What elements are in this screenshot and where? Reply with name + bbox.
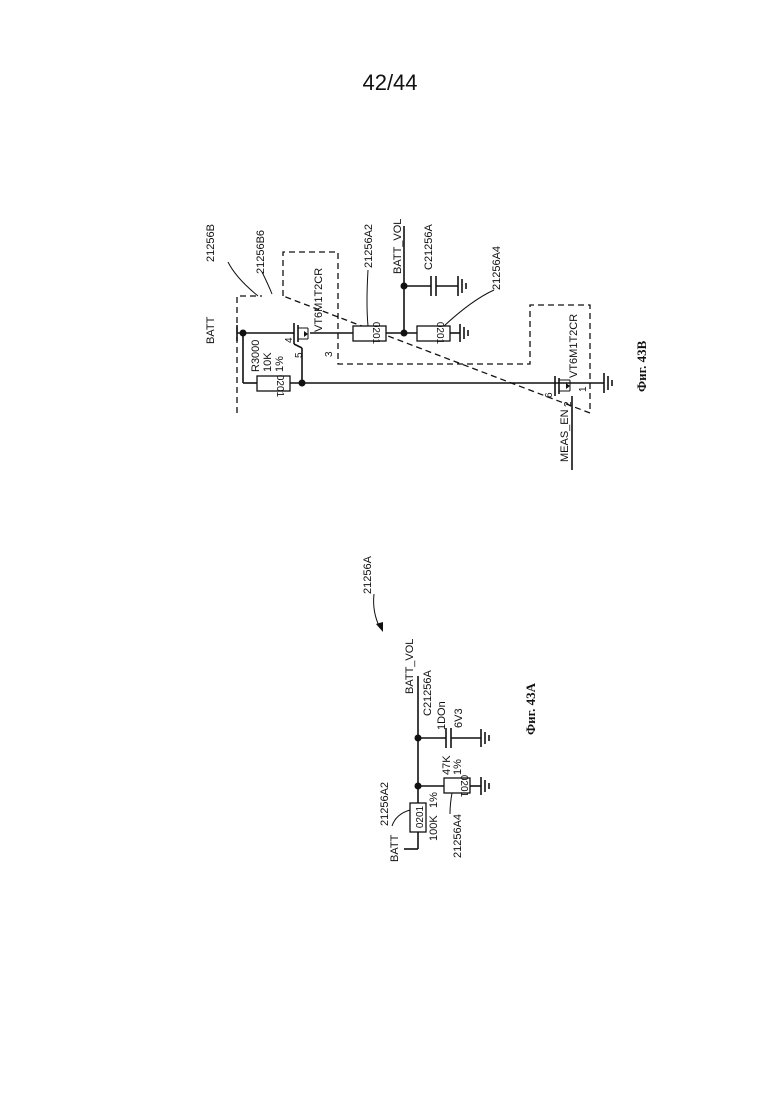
q1-part-label: VT6M1T2CR bbox=[313, 268, 325, 332]
r-21256a2-ref-label: 21256A2 bbox=[379, 782, 391, 826]
ground-icon bbox=[458, 276, 466, 296]
cap-ref-label: C21256A bbox=[423, 223, 435, 270]
leader-line bbox=[367, 270, 368, 326]
r-21256a4-ref-label: 21256A4 bbox=[491, 246, 503, 290]
leader-line bbox=[444, 290, 494, 326]
r-21256a2-package-label: 0201 bbox=[370, 322, 381, 345]
figure-43a: 21256A BATT 21256A2 0201 100K 1% 21256A4… bbox=[362, 555, 538, 862]
leader-line bbox=[228, 262, 258, 296]
batt-label: BATT bbox=[389, 834, 401, 862]
q1-pin-label: 4 bbox=[284, 337, 295, 343]
meas-en-label: MEAS_EN bbox=[559, 409, 571, 462]
r3000-tolerance-label: 1% bbox=[274, 356, 286, 372]
r-21256a4-package-label: 0201 bbox=[434, 322, 445, 345]
q2-pin-label: 2 bbox=[563, 401, 574, 407]
q1-pin-label: 3 bbox=[324, 351, 335, 357]
r-21256a4-package-label: 0201 bbox=[458, 775, 469, 798]
r-21256a4-ref-label: 21256A4 bbox=[452, 814, 464, 858]
cap-ref-label: C21256A bbox=[422, 669, 434, 716]
batt-vol-label: BATT_VOL bbox=[392, 219, 404, 274]
leader-line bbox=[262, 272, 272, 294]
ground-icon bbox=[481, 777, 489, 795]
ground-icon bbox=[604, 373, 612, 393]
batt-vol-label: BATT_VOL bbox=[404, 639, 416, 694]
r-21256a2-package-label: 0201 bbox=[415, 805, 426, 828]
r-21256a4-tolerance-label: 1% bbox=[452, 759, 464, 775]
r-21256a2-tolerance-label: 1% bbox=[428, 792, 440, 808]
cap-value-label: 1DOn bbox=[436, 701, 448, 730]
ground-icon bbox=[481, 729, 489, 747]
q2-part-label: VT6M1T2CR bbox=[568, 314, 580, 378]
figure-43b: 21256B 21256B6 BATT R3000 10K 1% 0201 4 … bbox=[205, 219, 649, 470]
sub-block-ref-label: 21256B6 bbox=[255, 230, 267, 274]
arrow-head-icon bbox=[376, 622, 383, 632]
figure-43b-caption: Фиг. 43B bbox=[634, 340, 649, 392]
q1-mosfet-symbol bbox=[290, 323, 308, 348]
batt-label: BATT bbox=[205, 316, 217, 344]
ground-icon bbox=[460, 324, 468, 342]
r3000-package-label: 0201 bbox=[274, 375, 285, 398]
leader-line bbox=[450, 793, 452, 814]
q2-pin-label: 6 bbox=[544, 392, 555, 398]
figure-43a-caption: Фиг. 43A bbox=[523, 682, 538, 735]
block-ref-label: 21256B bbox=[205, 224, 217, 262]
cap-voltage-label: 6V3 bbox=[453, 708, 465, 728]
q2-pin-label: 1 bbox=[578, 386, 589, 392]
reference-arrow bbox=[374, 594, 380, 628]
page-number: 42/44 bbox=[0, 70, 780, 96]
r3000-name-label: R3000 bbox=[250, 340, 262, 372]
r3000-value-label: 10K bbox=[262, 352, 274, 372]
r-21256a2-value-label: 100K bbox=[428, 815, 440, 841]
q2-mosfet-symbol bbox=[555, 376, 570, 396]
block-ref-label: 21256A bbox=[362, 555, 374, 594]
q1-pin-label: 5 bbox=[294, 352, 305, 358]
r-21256a2-ref-label: 21256A2 bbox=[363, 224, 375, 268]
leader-line bbox=[392, 810, 410, 826]
